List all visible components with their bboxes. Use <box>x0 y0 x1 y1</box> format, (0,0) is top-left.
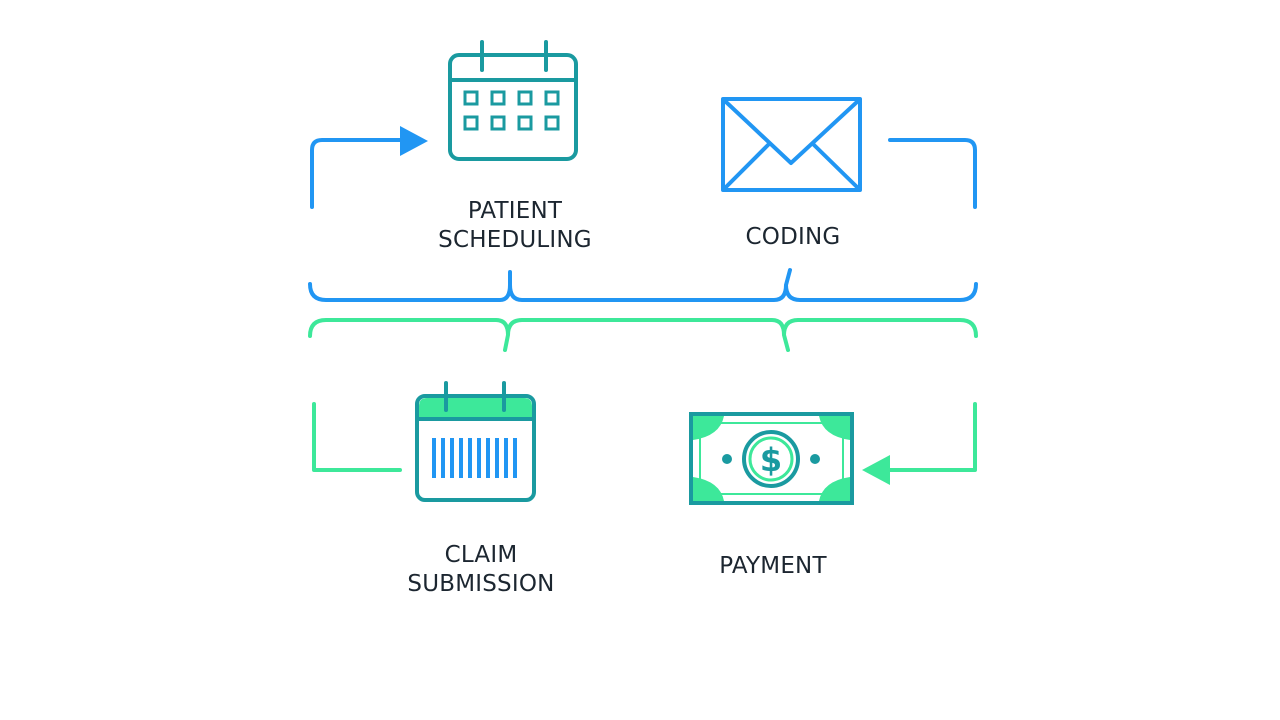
dollar-bill-icon: $ <box>689 412 854 505</box>
patient-scheduling-label-line2: SCHEDULING <box>438 227 592 253</box>
arrow-into-payment-icon <box>862 455 890 485</box>
claim-submission-label: CLAIM SUBMISSION <box>381 541 581 599</box>
top-flow-bracket <box>308 138 978 302</box>
coding-label: CODING <box>693 223 893 252</box>
envelope-icon <box>721 97 862 192</box>
patient-scheduling-label-line1: PATIENT <box>467 198 563 224</box>
payment-label: PAYMENT <box>673 552 873 581</box>
calendar-icon <box>448 40 578 161</box>
patient-scheduling-label: PATIENT SCHEDULING <box>415 197 615 255</box>
coding-label-line1: CODING <box>745 224 841 250</box>
claim-submission-label-line2: SUBMISSION <box>407 571 555 597</box>
arrow-into-scheduling-icon <box>400 126 428 156</box>
dollar-sign-icon: $ <box>760 441 782 479</box>
payment-label-line1: PAYMENT <box>719 553 827 579</box>
barcode-calendar-icon <box>415 381 536 502</box>
claim-submission-label-line1: CLAIM <box>444 542 518 568</box>
bottom-flow-bracket <box>308 318 978 472</box>
